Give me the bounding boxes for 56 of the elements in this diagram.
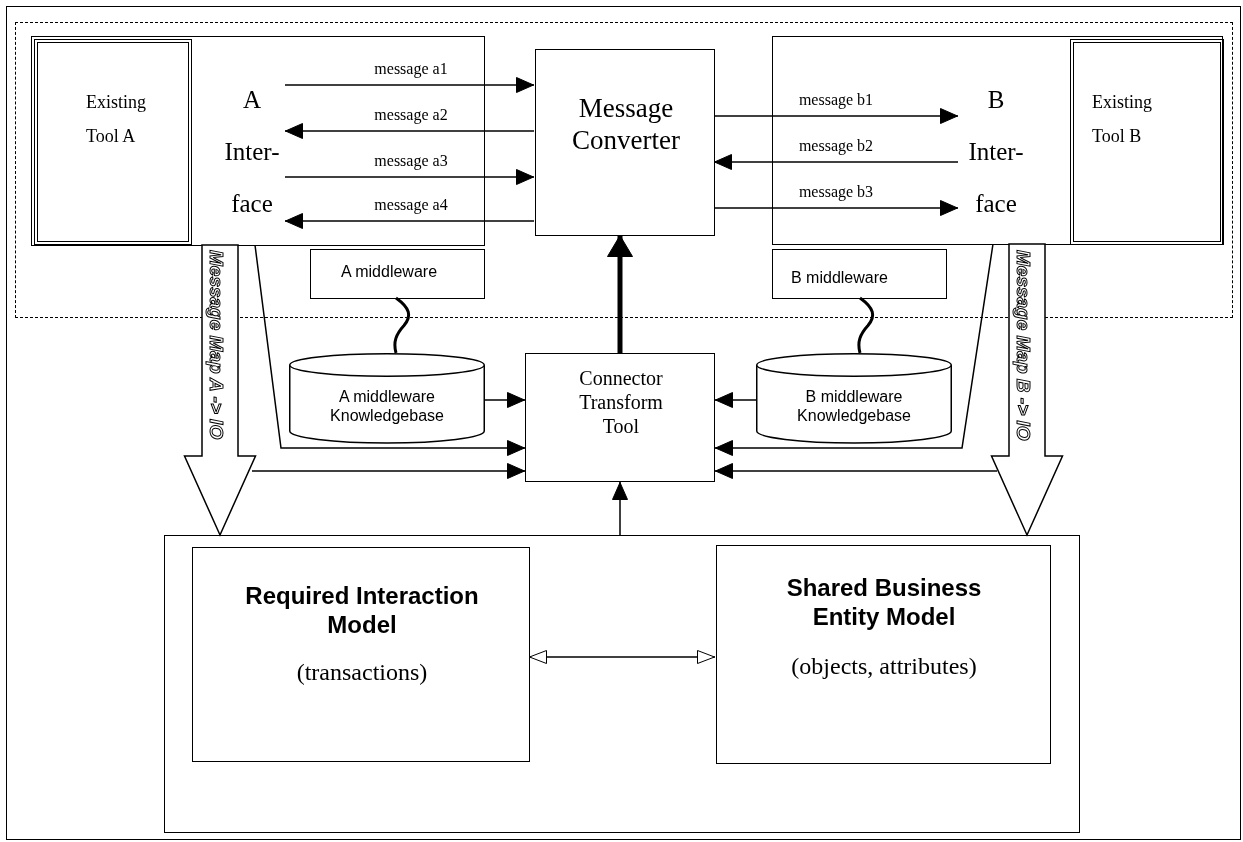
model-box [192, 547, 530, 762]
arrow [254, 244, 526, 456]
converter-label: Message Converter [571, 92, 681, 157]
process-box [525, 353, 715, 482]
edge-label: message b3 [798, 183, 874, 201]
arrow [713, 154, 959, 170]
edge-label: message a4 [374, 196, 448, 214]
tool-box [34, 39, 192, 245]
middleware-label: A middleware [341, 262, 439, 282]
arrow [607, 235, 633, 353]
converter-box [535, 49, 715, 236]
arrow [251, 463, 526, 479]
database-label: A middleware Knowledgebase [329, 387, 445, 426]
arrow [612, 481, 628, 536]
arrow [714, 463, 998, 479]
interface-box [772, 36, 1223, 245]
arrow [284, 123, 535, 139]
tool-label: Existing Tool A [86, 91, 147, 149]
edge-label: message a2 [374, 106, 448, 124]
edge-label: message a1 [374, 60, 448, 78]
middleware-box [772, 249, 947, 299]
model-subtitle: (transactions) [295, 658, 429, 687]
tool-label: Existing Tool B [1092, 91, 1153, 149]
middleware-label: B middleware [791, 268, 889, 288]
edge-label: message b1 [798, 91, 874, 109]
interface-box [31, 36, 485, 246]
edge-label: message b2 [798, 137, 874, 155]
model-subtitle: (objects, attributes) [790, 652, 978, 681]
database-cylinder [289, 353, 485, 443]
interface-label: B Inter-face [960, 74, 1032, 230]
model-title: Required Interaction Model [244, 582, 480, 640]
arrow [528, 650, 716, 664]
connector-line [857, 296, 875, 354]
tool-box [1070, 39, 1224, 245]
arrow [713, 200, 959, 216]
edge-label: Message Map A -> IO [205, 250, 227, 440]
arrow [284, 169, 535, 185]
process-label: Connector Transform Tool [578, 366, 664, 438]
block-arrow [990, 243, 1064, 537]
edge-label: Message Map B -> IO [1012, 250, 1034, 441]
model-panel [164, 535, 1080, 833]
arrow [714, 392, 757, 408]
arrow [284, 77, 535, 93]
block-arrow [183, 244, 257, 537]
arrow [484, 392, 526, 408]
database-label: B middleware Knowledgebase [796, 387, 912, 426]
middleware-box [310, 249, 485, 299]
database-cylinder [756, 353, 952, 443]
arrow [714, 243, 994, 456]
arrow [713, 108, 959, 124]
model-title: Shared Business Entity Model [785, 574, 983, 632]
interface-label: A Inter-face [217, 74, 287, 230]
arrow [284, 213, 535, 229]
model-box [716, 545, 1051, 764]
edge-label: message a3 [374, 152, 448, 170]
connector-line [393, 296, 411, 354]
